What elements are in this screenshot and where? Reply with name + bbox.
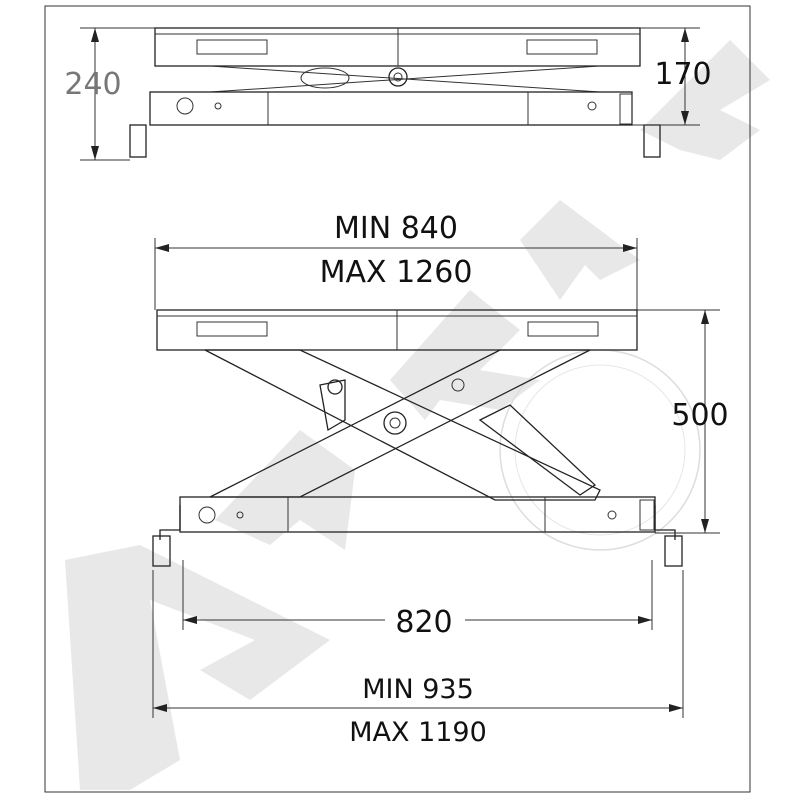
wheel-spacing-label: 820	[395, 605, 452, 640]
base-width-min-label: MIN 935	[362, 674, 474, 705]
front-view	[152, 309, 683, 567]
side-view	[129, 27, 661, 158]
artaz-watermark	[65, 40, 770, 790]
dimension-170	[632, 27, 700, 126]
dimension-base-width	[152, 570, 684, 718]
platform-width-max-label: MAX 1260	[320, 255, 473, 290]
dimension-wheel-spacing	[182, 560, 653, 630]
dimension-label-240: 240	[64, 67, 121, 102]
platform-width-min-label: MIN 840	[334, 211, 458, 246]
dimension-label-170: 170	[654, 57, 711, 92]
dimension-platform-width	[154, 238, 638, 310]
dimension-lift-height	[637, 309, 720, 534]
lift-height-label: 500	[671, 398, 728, 433]
base-width-max-label: MAX 1190	[349, 717, 487, 748]
drawing-frame	[44, 5, 751, 793]
dimension-240	[80, 27, 155, 161]
